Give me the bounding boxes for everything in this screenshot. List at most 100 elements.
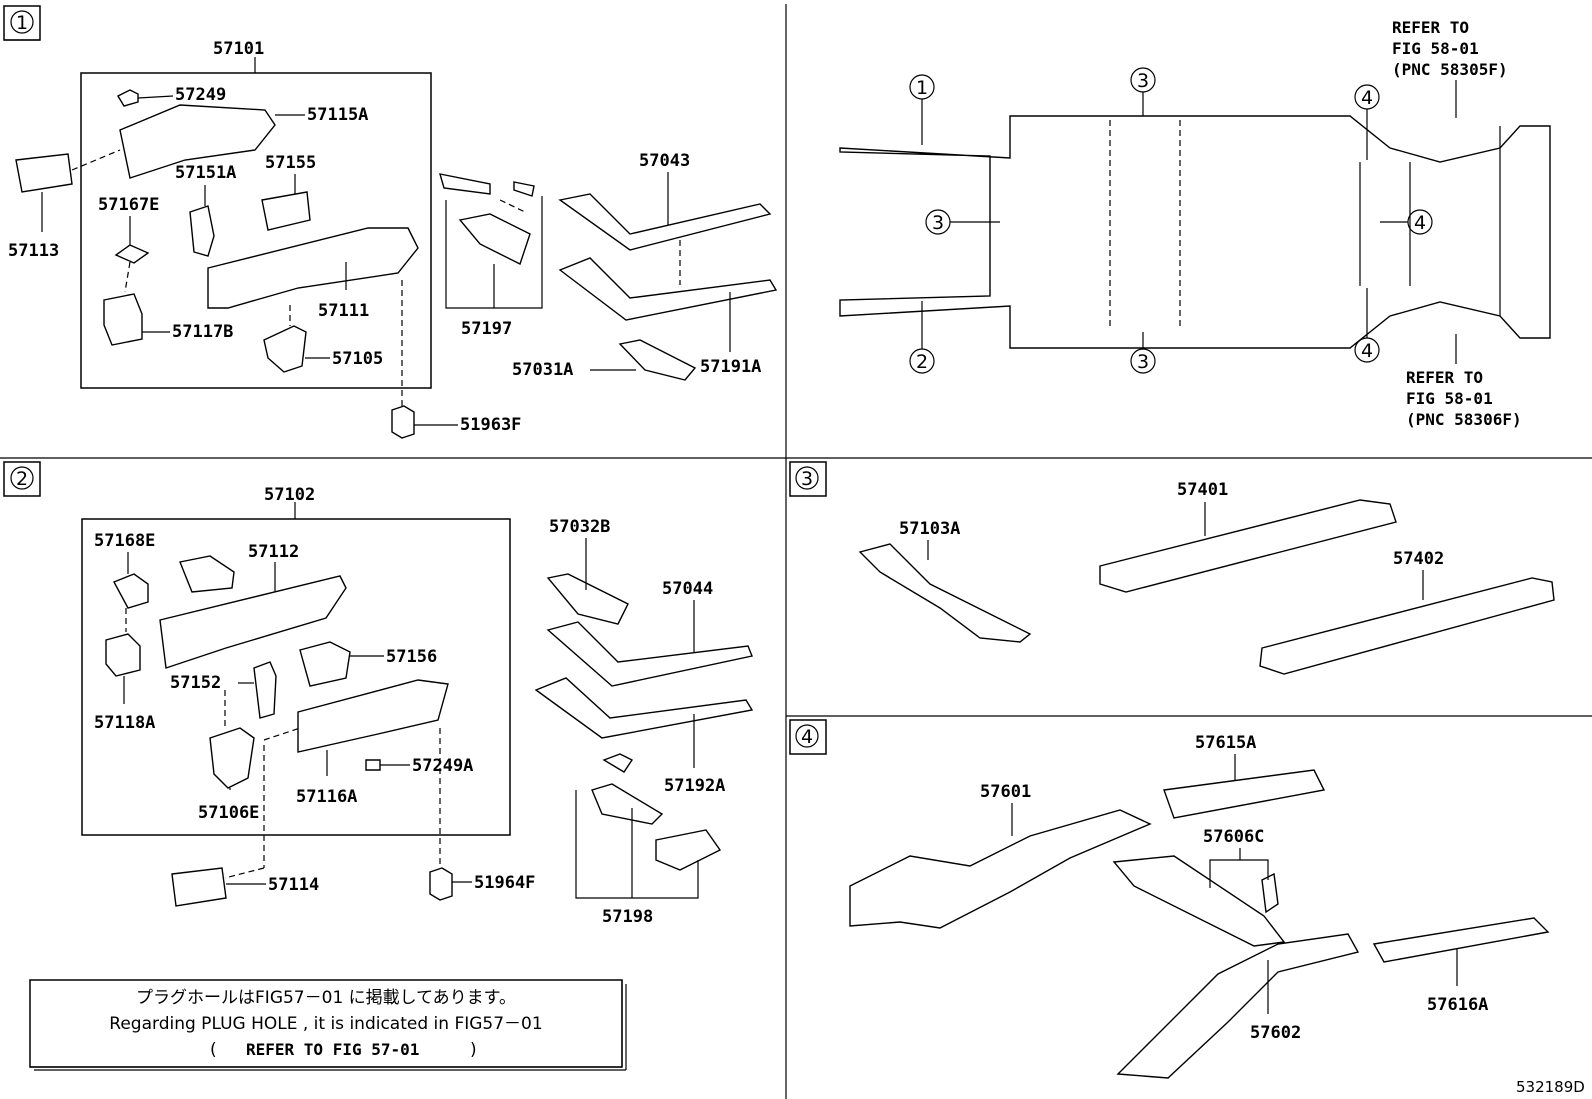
label-57115A: 57115A [307,105,368,125]
part-57249A [365,759,381,771]
part-57198-panel [591,783,664,825]
section-4-group: 57615A 57601 57606C 57602 57616A [849,733,1550,1079]
part-57115A [119,104,276,179]
plug-hole-note: プラグホールはFIG57－01 に掲載してあります。 Regarding PLU… [29,979,627,1071]
svg-text:3: 3 [1137,70,1149,92]
label-57118A: 57118A [94,713,155,733]
part-57103A [858,543,1032,643]
label-57116A: 57116A [296,787,357,807]
label-57615A: 57615A [1195,733,1256,753]
svg-text:1: 1 [916,77,928,99]
part-57606C-clip [1261,872,1279,914]
label-57198: 57198 [602,907,653,927]
figure-id: 532189D [1516,1078,1585,1096]
part-57113 [15,153,73,193]
frame-overview: 1 2 3 3 3 4 4 [839,18,1551,429]
label-57197: 57197 [461,319,512,339]
label-57044: 57044 [662,579,713,599]
part-57155 [261,191,311,231]
part-57044 [546,621,753,687]
label-57155: 57155 [265,153,316,173]
part-57197-clip [513,181,535,197]
label-57101: 57101 [213,39,264,59]
svg-text:4: 4 [1361,87,1373,109]
svg-text:2: 2 [16,468,28,490]
label-57249: 57249 [175,85,226,105]
part-57118A [105,633,141,677]
svg-text:1: 1 [16,12,28,34]
part-57401 [1099,499,1397,593]
part-57616A [1372,917,1550,963]
part-57032B [546,573,629,625]
assembly-box-57101 [80,72,432,389]
label-57249A: 57249A [412,756,473,776]
label-57156: 57156 [386,647,437,667]
svg-text:2: 2 [916,351,928,373]
part-57031A [618,339,697,381]
part-57112 [159,575,347,669]
label-57616A: 57616A [1427,995,1488,1015]
label-51964F: 51964F [474,873,535,893]
overview-callout-3-bottom: 3 [1130,332,1156,374]
section-1-group: 57101 57249 57115A 57113 57151A 57155 57… [8,39,778,439]
part-57105 [263,325,307,373]
label-57167E: 57167E [98,195,159,215]
part-57111 [207,227,419,309]
label-51963F: 51963F [460,415,521,435]
part-57114 [171,867,227,907]
note-paren-close: ) [470,1040,477,1060]
label-57192A: 57192A [664,776,725,796]
part-57106E [209,727,255,789]
overview-callout-3-top: 3 [1130,67,1156,116]
label-57606C: 57606C [1203,827,1264,847]
note-refer: REFER TO FIG 57-01 [246,1040,419,1059]
label-57601: 57601 [980,782,1031,802]
part-57112-bracket [179,555,235,593]
label-57105: 57105 [332,349,383,369]
frame-outline [839,115,1551,349]
part-57402 [1259,577,1555,675]
svg-text:(PNC 58306F): (PNC 58306F) [1406,410,1522,429]
svg-text:3: 3 [932,212,944,234]
section-marker-3: 3 [789,461,827,497]
section-marker-1: 1 [3,5,41,41]
part-51963F [391,405,415,439]
label-57117B: 57117B [172,322,233,342]
overview-callout-4-top: 4 [1354,84,1380,160]
part-57043 [558,193,772,251]
label-57112: 57112 [248,542,299,562]
part-51964F [429,867,453,901]
label-57168E: 57168E [94,531,155,551]
label-57043: 57043 [639,151,690,171]
refer-note-top: REFER TO FIG 58-01 (PNC 58305F) [1392,18,1508,118]
label-57106E: 57106E [198,803,259,823]
label-57191A: 57191A [700,357,761,377]
svg-text:FIG 58-01: FIG 58-01 [1392,39,1479,58]
label-57103A: 57103A [899,519,960,539]
label-57031A: 57031A [512,360,573,380]
section-marker-4: 4 [789,719,827,755]
part-57191A [558,257,778,321]
svg-text:3: 3 [801,468,813,490]
label-57032B: 57032B [549,517,610,537]
label-57402: 57402 [1393,549,1444,569]
part-57198-bracket [655,829,722,871]
refer-note-bottom: REFER TO FIG 58-01 (PNC 58306F) [1406,334,1522,429]
part-57116A [297,679,449,753]
label-57401: 57401 [1177,480,1228,500]
label-57102: 57102 [264,485,315,505]
label-57152: 57152 [170,673,221,693]
part-57167E [114,244,150,264]
overview-callout-3-left: 3 [925,209,1000,235]
note-line-jp: プラグホールはFIG57－01 に掲載してあります。 [136,988,516,1008]
part-57152 [253,661,277,719]
assembly-box-57102 [81,518,511,836]
part-57197-bracket [439,173,491,195]
part-57197-panel [458,213,531,265]
svg-text:FIG 58-01: FIG 58-01 [1406,389,1493,408]
label-57151A: 57151A [175,163,236,183]
label-57114: 57114 [268,875,319,895]
note-line-en: Regarding PLUG HOLE , it is indicated in… [109,1014,542,1034]
svg-text:4: 4 [1361,340,1373,362]
